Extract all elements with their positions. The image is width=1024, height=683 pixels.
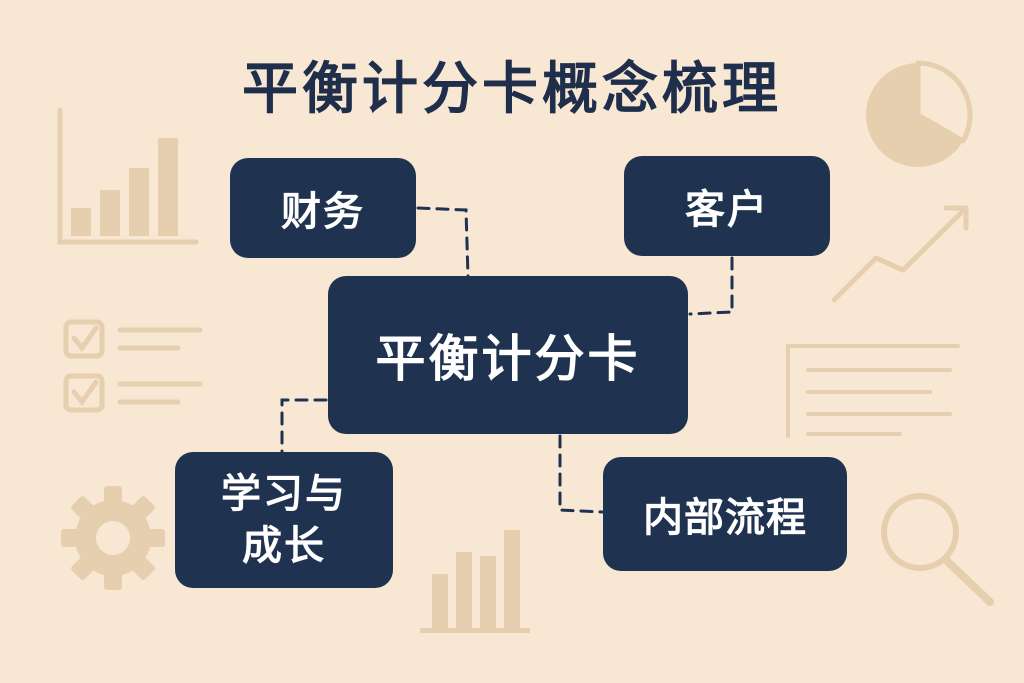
decor-checklist-icon: [63, 319, 203, 413]
decor-magnifier-icon: [881, 493, 994, 606]
page-title: 平衡计分卡概念梳理: [242, 57, 782, 122]
connector-customer: [688, 256, 734, 316]
node-learning-growth: 学习与 成长: [175, 452, 393, 588]
node-learning-label-line1: 学习与: [221, 471, 347, 517]
connector-learning: [280, 398, 328, 454]
node-finance: 财务: [230, 158, 416, 258]
connector-process: [558, 434, 604, 514]
decor-pie-chart-icon: [866, 60, 973, 167]
decor-trend-arrow-icon: [831, 205, 969, 303]
node-customer: 客户: [624, 156, 830, 256]
connector-finance: [416, 206, 470, 278]
node-learning-label-line2: 成长: [242, 523, 326, 569]
node-center: 平衡计分卡: [328, 276, 688, 434]
node-internal-process: 内部流程: [603, 457, 847, 571]
node-process-label: 内部流程: [643, 495, 807, 541]
decor-document-lines-icon: [786, 344, 960, 438]
decor-bar-chart-top-left-icon: [57, 107, 199, 245]
node-customer-label: 客户: [685, 187, 769, 233]
node-finance-label: 财务: [281, 189, 365, 235]
decor-gear-icon: [61, 486, 165, 590]
connectors: [280, 206, 734, 514]
node-center-label: 平衡计分卡: [375, 330, 641, 388]
decor-bar-chart-bottom-icon: [420, 530, 530, 633]
